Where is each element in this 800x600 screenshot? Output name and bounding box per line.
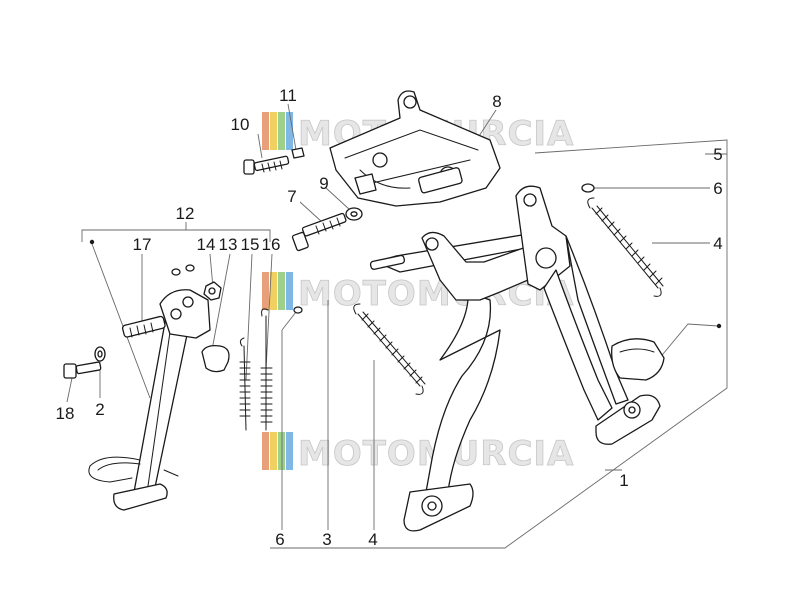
engine-bracket xyxy=(329,90,501,207)
spring-4-right xyxy=(587,197,664,297)
small-rings xyxy=(171,264,195,276)
nut-14 xyxy=(203,281,222,301)
clip-11 xyxy=(291,147,305,159)
callout-4-left: 4 xyxy=(368,530,377,549)
callout-7: 7 xyxy=(287,187,296,206)
pivot-bolt-17 xyxy=(121,315,166,338)
spring-15 xyxy=(239,337,251,431)
callout-17: 17 xyxy=(133,235,152,254)
watermark-bottom: MOTOMURCIA xyxy=(262,432,574,474)
side-stand xyxy=(88,289,211,511)
bullet-dot-right xyxy=(716,323,722,329)
callout-18: 18 xyxy=(56,404,75,423)
bolt-10 xyxy=(243,155,290,175)
callout-4-right: 4 xyxy=(713,234,722,253)
bushing-13 xyxy=(201,344,230,373)
washer-2 xyxy=(94,346,106,362)
callout-5: 5 xyxy=(713,145,722,164)
callout-1: 1 xyxy=(619,471,628,490)
callout-13: 13 xyxy=(219,235,238,254)
callout-16: 16 xyxy=(262,235,281,254)
callout-15: 15 xyxy=(241,235,260,254)
callout-6-right: 6 xyxy=(713,179,722,198)
leader-lines xyxy=(66,103,728,549)
washer-9 xyxy=(345,207,363,221)
bolt-18 xyxy=(63,361,102,379)
callout-3: 3 xyxy=(322,530,331,549)
spring-4-left xyxy=(353,303,426,395)
callout-12: 12 xyxy=(176,204,195,223)
bullet-dot-left xyxy=(89,239,95,245)
callout-10: 10 xyxy=(231,115,250,134)
ring-6-right xyxy=(581,183,595,193)
spring-16 xyxy=(260,308,273,431)
ring-6-left xyxy=(293,306,303,314)
callout-8: 8 xyxy=(492,92,501,111)
callout-11: 11 xyxy=(279,86,297,105)
callout-6-left: 6 xyxy=(275,530,284,549)
bolt-7 xyxy=(291,212,347,252)
callout-14: 14 xyxy=(197,235,216,254)
center-stand xyxy=(369,185,665,532)
callout-9: 9 xyxy=(319,174,328,193)
callout-labels: 11 8 10 5 9 6 7 12 17 14 13 15 16 4 2 18… xyxy=(56,86,723,549)
callout-2: 2 xyxy=(95,400,104,419)
